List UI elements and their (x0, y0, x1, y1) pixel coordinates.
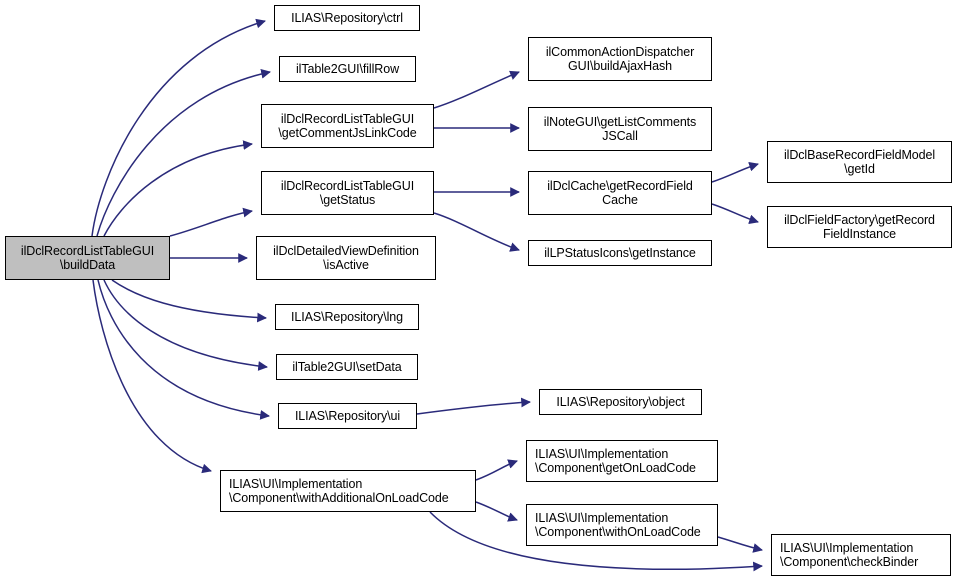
edge-buildData-setData (103, 279, 268, 371)
node-object[interactable]: ILIAS\Repository\object (539, 389, 702, 415)
node-label: ILIAS\UI\Implementation \Component\withO… (535, 510, 701, 540)
node-label: ILIAS\Repository\ctrl (291, 10, 403, 25)
node-getListCommentsJSCall[interactable]: ilNoteGUI\getListComments JSCall (528, 107, 712, 151)
node-withAdditionalOnLoadCode[interactable]: ILIAS\UI\Implementation \Component\withA… (220, 470, 476, 512)
edge-buildData-ctrl (91, 18, 266, 237)
node-label: ilDclRecordListTableGUI \getStatus (280, 178, 415, 208)
edge-buildData-fillRow (96, 69, 271, 237)
node-buildAjaxHash[interactable]: ilCommonActionDispatcher GUI\buildAjaxHa… (528, 37, 712, 81)
edge-buildData-getCommentJsLinkCode (103, 140, 253, 237)
node-label: ILIAS\UI\Implementation \Component\getOn… (535, 446, 696, 476)
node-getId[interactable]: ilDclBaseRecordFieldModel \getId (767, 141, 952, 183)
node-label: ilNoteGUI\getListComments JSCall (543, 114, 697, 144)
node-label: ILIAS\Repository\ui (294, 408, 401, 423)
node-label: ILIAS\Repository\object (556, 394, 685, 409)
node-label: ilTable2GUI\fillRow (296, 61, 399, 76)
node-getOnLoadCode[interactable]: ILIAS\UI\Implementation \Component\getOn… (526, 440, 718, 482)
node-isActive[interactable]: ilDclDetailedViewDefinition \isActive (256, 236, 436, 280)
edge-withAdditionalOnLoad-withOnLoadCode (475, 501, 518, 522)
edge-buildData-getStatus (169, 207, 253, 237)
node-label: ilCommonActionDispatcher GUI\buildAjaxHa… (545, 44, 695, 74)
node-label: ilDclRecordListTableGUI \buildData (20, 243, 155, 273)
node-buildData[interactable]: ilDclRecordListTableGUI \buildData (5, 236, 170, 280)
node-label: ilDclRecordListTableGUI \getCommentJsLin… (278, 111, 417, 141)
node-label: ILIAS\Repository\lng (291, 309, 403, 324)
node-getRecordFieldInstance[interactable]: ilDclFieldFactory\getRecord FieldInstanc… (767, 206, 952, 248)
edge-withAdditionalOnLoad-getOnLoadCode (475, 459, 518, 481)
edge-buildData-withAdditionalOnLoad (92, 279, 212, 474)
edge-getRecordFieldCache-getId (711, 161, 759, 183)
node-lng[interactable]: ILIAS\Repository\lng (275, 304, 419, 330)
edge-getStatus-getInstance (433, 212, 520, 252)
node-fillRow[interactable]: ilTable2GUI\fillRow (279, 56, 416, 82)
node-setData[interactable]: ilTable2GUI\setData (276, 354, 418, 380)
node-ctrl[interactable]: ILIAS\Repository\ctrl (274, 5, 420, 31)
node-label: ilDclFieldFactory\getRecord FieldInstanc… (784, 212, 935, 242)
node-label: ilTable2GUI\setData (292, 359, 402, 374)
edge-buildData-lng (111, 279, 267, 323)
node-label: ilDclCache\getRecordField Cache (547, 178, 693, 208)
node-getCommentJsLinkCode[interactable]: ilDclRecordListTableGUI \getCommentJsLin… (261, 104, 434, 148)
node-getStatus[interactable]: ilDclRecordListTableGUI \getStatus (261, 171, 434, 215)
node-withOnLoadCode[interactable]: ILIAS\UI\Implementation \Component\withO… (526, 504, 718, 546)
node-label: ILIAS\UI\Implementation \Component\withA… (229, 476, 449, 506)
node-getInstance[interactable]: ilLPStatusIcons\getInstance (528, 240, 712, 266)
edge-getCommentJsLinkCode-buildAjaxHash (433, 70, 520, 109)
node-label: ilDclDetailedViewDefinition \isActive (273, 243, 419, 273)
edge-getRecordFieldCache-getRecordFieldInstance (711, 203, 759, 225)
node-label: ilDclBaseRecordFieldModel \getId (783, 147, 936, 177)
node-label: ilLPStatusIcons\getInstance (544, 245, 696, 260)
node-getRecordFieldCache[interactable]: ilDclCache\getRecordField Cache (528, 171, 712, 215)
node-label: ILIAS\UI\Implementation \Component\check… (780, 540, 919, 570)
edge-withOnLoadCode-checkBinder (717, 536, 763, 553)
node-checkBinder[interactable]: ILIAS\UI\Implementation \Component\check… (771, 534, 951, 576)
edge-buildData-ui (97, 279, 270, 420)
edge-ui-object (416, 397, 531, 415)
node-ui[interactable]: ILIAS\Repository\ui (278, 403, 417, 429)
